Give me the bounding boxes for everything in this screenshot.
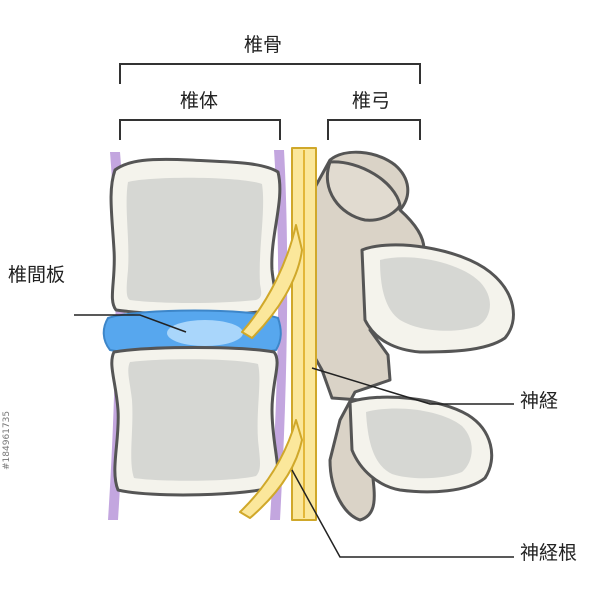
upper-vertebral-body <box>109 157 282 316</box>
vertebral-arch-bracket <box>327 119 421 140</box>
disc-leader <box>74 314 187 333</box>
watermark: #184961735 <box>2 410 12 470</box>
vertebral-arch <box>301 150 515 522</box>
label-nerve: 神経 <box>520 390 559 412</box>
lower-vertebral-body <box>110 346 280 497</box>
label-vertebral-body: 椎体 <box>180 90 219 112</box>
label-vertebral-arch: 椎弓 <box>352 90 391 112</box>
nerve-root-leader <box>291 469 514 558</box>
vertebra-bracket <box>119 63 421 84</box>
vertebral-body-bracket <box>119 119 281 140</box>
label-intervertebral-disc: 椎間板 <box>8 264 66 286</box>
intervertebral-disc-shape <box>102 309 282 356</box>
nerve-leader <box>311 367 514 405</box>
nerve <box>239 147 317 521</box>
leader-lines <box>74 314 514 558</box>
label-vertebra: 椎骨 <box>244 34 283 56</box>
label-nerve-root: 神経根 <box>520 542 578 564</box>
